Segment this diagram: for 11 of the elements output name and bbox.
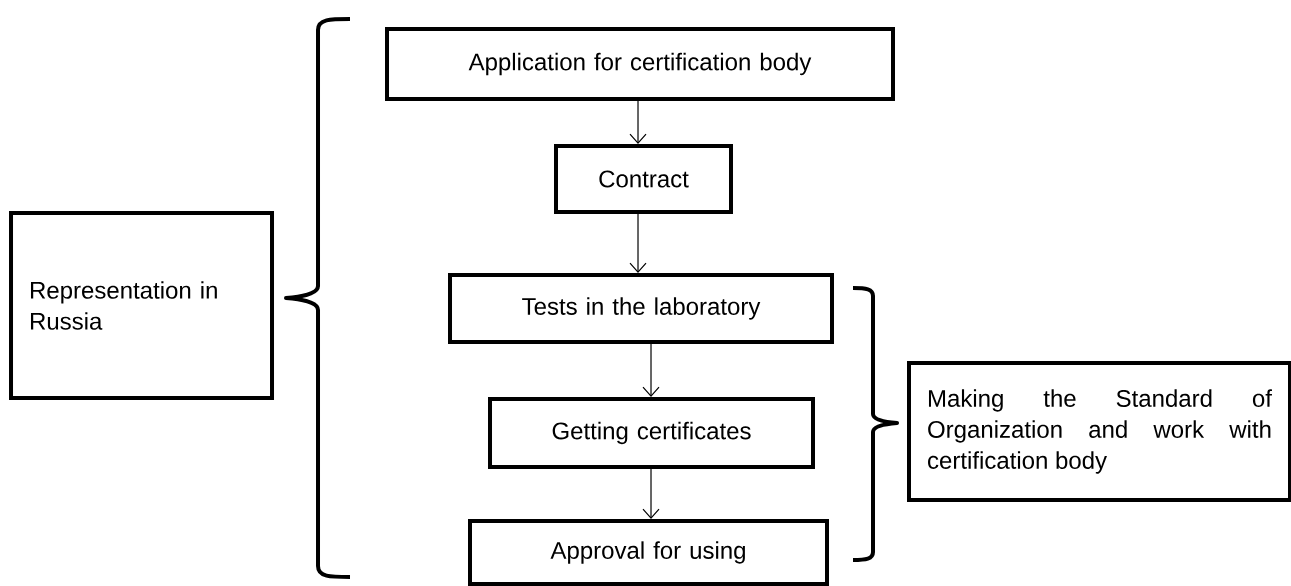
process-box: Application for certification body: [385, 27, 895, 101]
arrow: [629, 100, 647, 144]
process-box: Tests in the laboratory: [448, 273, 834, 344]
arrow: [642, 343, 660, 397]
process-box: Approval for using: [468, 519, 829, 586]
process-box: Contract: [554, 144, 733, 214]
arrow: [629, 213, 647, 273]
arrow: [642, 468, 660, 519]
process-box: Making the Standard of Organization and work with certification body: [907, 361, 1291, 502]
process-box: Representation in Russia: [9, 211, 274, 400]
process-box: Getting certificates: [488, 397, 815, 469]
